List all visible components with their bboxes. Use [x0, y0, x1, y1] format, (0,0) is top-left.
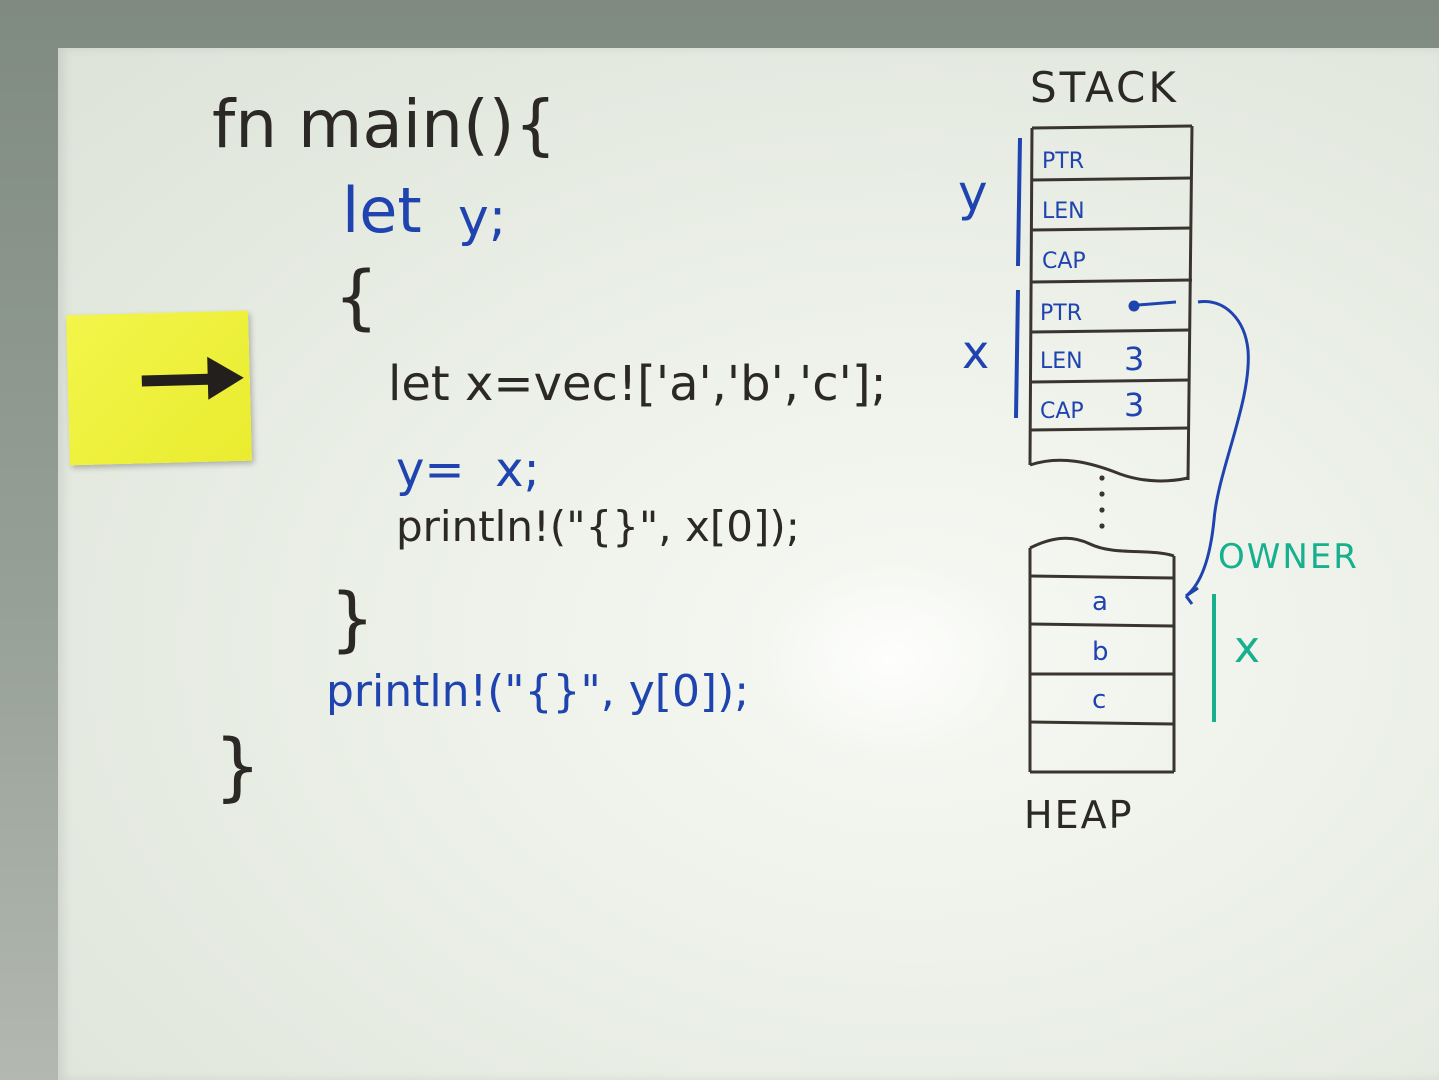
y-ptr-label: PTR [1042, 149, 1084, 174]
right-arrow-icon [141, 356, 244, 400]
y-len-label: LEN [1042, 199, 1085, 224]
code-line-fn-main: fn main(){ [212, 86, 557, 163]
x-cap-label: CAP [1040, 399, 1084, 424]
stack-title: STACK [1030, 63, 1179, 112]
heap-cell-a: a [1092, 587, 1108, 617]
code-line-println-x: println!("{}", x[0]); [396, 502, 800, 551]
heap-box [1028, 536, 1176, 774]
code-line-let-y: y; [458, 188, 507, 248]
board-glare [760, 560, 1020, 760]
owner-label: OWNER [1218, 537, 1359, 577]
x-bracket [1014, 289, 1020, 419]
x-stack-label: x [962, 325, 989, 379]
code-line-let-kw: let [342, 174, 422, 247]
code-line-let-x: let x=vec!['a','b','c']; [388, 356, 887, 412]
code-line-close-brace-outer: } [214, 724, 262, 810]
code-line-close-brace-inner: } [330, 578, 375, 660]
x-len-value: 3 [1124, 340, 1144, 378]
owner-x-label: x [1234, 622, 1260, 673]
x-cap-value: 3 [1124, 386, 1144, 424]
code-line-y-eq-x: y= x; [396, 442, 540, 498]
pointer-arrow [1128, 300, 1250, 605]
code-line-println-y: println!("{}", y[0]); [326, 666, 750, 717]
sticky-note [66, 310, 252, 466]
stack-box [1028, 124, 1194, 483]
whiteboard [58, 48, 1439, 1080]
code-line-open-brace: { [334, 256, 379, 338]
y-bracket [1016, 137, 1022, 267]
x-len-label: LEN [1040, 349, 1083, 374]
x-ptr-label: PTR [1040, 301, 1082, 326]
heap-cell-c: c [1092, 685, 1106, 715]
heap-cell-b: b [1092, 637, 1109, 667]
y-cap-label: CAP [1042, 249, 1086, 274]
heap-title: HEAP [1024, 793, 1134, 837]
ellipsis-dots [1099, 475, 1105, 529]
y-stack-label: y [958, 164, 988, 222]
